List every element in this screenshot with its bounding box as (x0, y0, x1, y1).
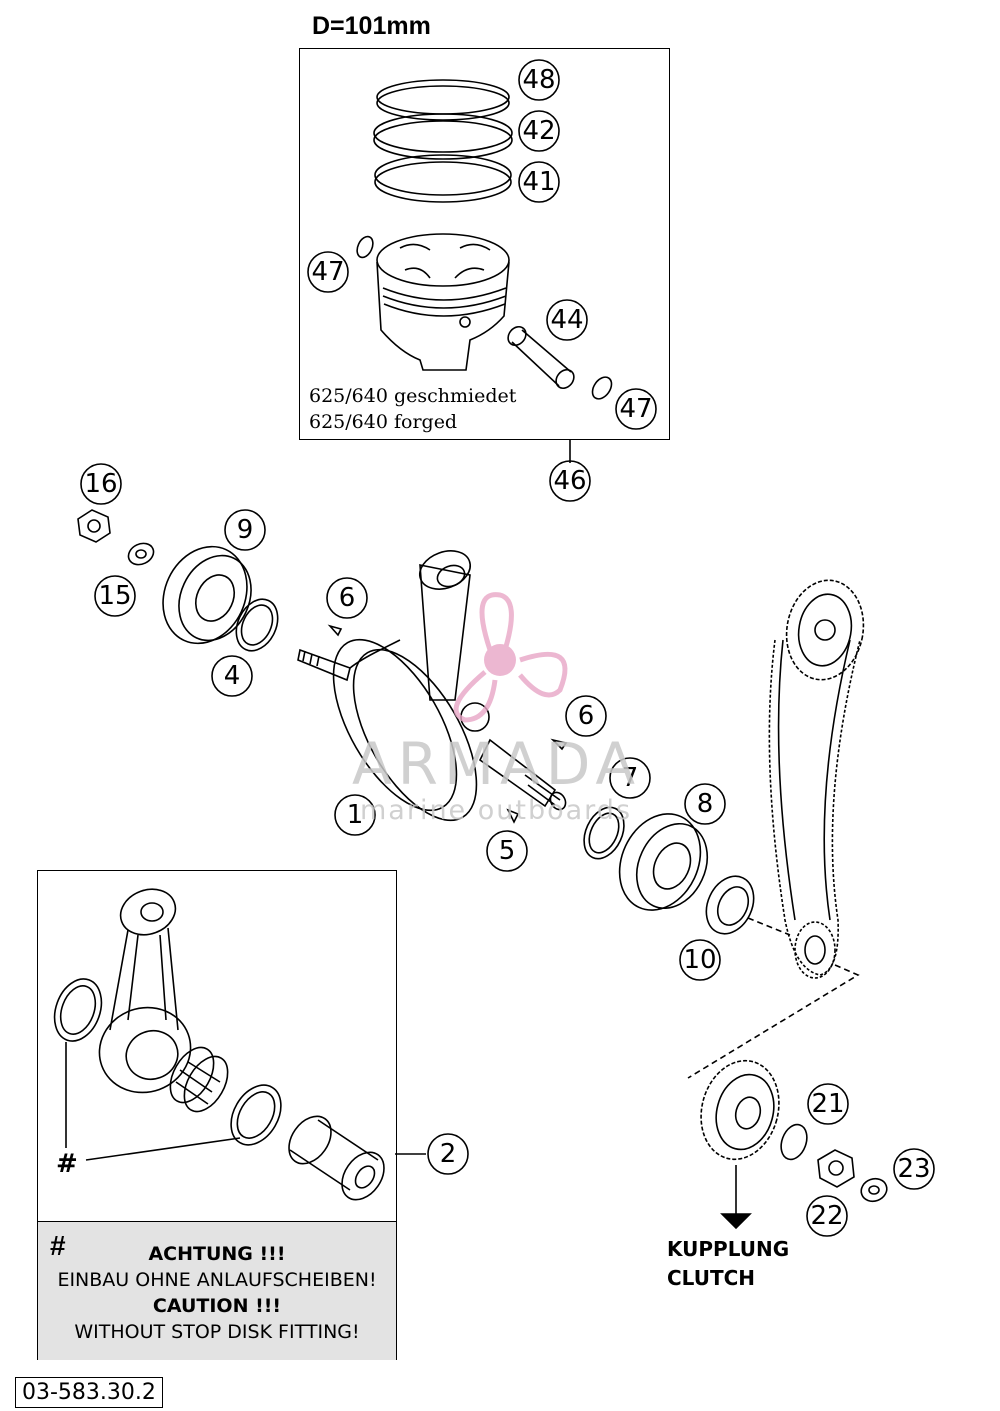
piston-note-german: 625/640 geschmiedet (309, 385, 517, 407)
oil-seal-10 (705, 875, 755, 935)
callout-9: 9 (237, 515, 254, 545)
piston-ring-42 (373, 113, 513, 160)
watermark-tagline: marine outboards (360, 795, 633, 826)
conrod-hash-mark: # (56, 1149, 78, 1179)
shim-7 (583, 806, 625, 860)
thrust-washer-right (230, 1084, 282, 1146)
piston-pin (507, 325, 575, 390)
callout-6-right: 6 (578, 701, 595, 731)
callout-6-left: 6 (339, 583, 356, 613)
callout-22: 22 (810, 1201, 843, 1231)
crank-pin (288, 1115, 385, 1201)
document-number: 03-583.30.2 (15, 1377, 163, 1408)
circlip-47-left (356, 235, 374, 259)
timing-chain (768, 639, 861, 976)
thrust-washer-left (53, 978, 103, 1042)
clutch-label-german: KUPPLUNG (667, 1237, 790, 1261)
circlip-47-right (591, 376, 613, 400)
callout-47-right: 47 (619, 394, 652, 424)
crank-sprocket (794, 921, 836, 979)
callout-8: 8 (697, 789, 714, 819)
callout-42: 42 (522, 116, 555, 146)
primary-gear (700, 1059, 780, 1161)
callout-47-left: 47 (311, 257, 344, 287)
callout-16: 16 (84, 469, 117, 499)
shim-4 (235, 598, 279, 652)
callout-15: 15 (98, 581, 131, 611)
callout-4: 4 (224, 661, 241, 691)
callout-5: 5 (499, 836, 516, 866)
callout-48: 48 (522, 65, 555, 95)
callout-44: 44 (550, 305, 583, 335)
watermark-brand: ARMADA (352, 730, 642, 798)
callout-1: 1 (347, 800, 364, 830)
conrod-kit-rod (98, 888, 192, 1094)
nut-16 (77, 509, 111, 543)
piston-note-english: 625/640 forged (309, 411, 458, 433)
bearing-9 (162, 545, 252, 645)
callout-7: 7 (622, 763, 639, 793)
callout-21: 21 (811, 1089, 844, 1119)
washer-15 (127, 542, 155, 566)
warning-panel (38, 1221, 396, 1360)
warning-title-german: ACHTUNG !!! (148, 1243, 286, 1265)
warning-text-english: WITHOUT STOP DISK FITTING! (74, 1321, 360, 1343)
nut-22 (817, 1149, 855, 1188)
crankshaft (297, 550, 567, 822)
bearing-8 (618, 813, 709, 911)
callout-41: 41 (522, 167, 555, 197)
callout-2: 2 (440, 1139, 457, 1169)
callout-23: 23 (897, 1154, 930, 1184)
piston-diameter-heading: D=101mm (312, 12, 431, 40)
washer-23 (860, 1177, 888, 1203)
conrod-needle-bearing (169, 1046, 229, 1113)
piston-ring-41 (374, 154, 512, 203)
warning-title-english: CAUTION !!! (152, 1295, 282, 1317)
lock-washer-21 (780, 1123, 808, 1161)
key-6-left (327, 624, 343, 637)
warning-hash-mark: # (50, 1230, 66, 1261)
piston-kit-frame (299, 48, 670, 440)
camshaft-sprocket (785, 579, 865, 681)
warning-text-german: EINBAU OHNE ANLAUFSCHEIBEN! (57, 1269, 377, 1291)
piston (376, 233, 510, 371)
callout-46: 46 (553, 466, 586, 496)
key-5 (506, 808, 520, 824)
callout-10: 10 (683, 945, 716, 975)
clutch-label-english: CLUTCH (667, 1266, 756, 1290)
watermark-logo-icon (453, 592, 568, 723)
key-6-right (550, 738, 568, 751)
